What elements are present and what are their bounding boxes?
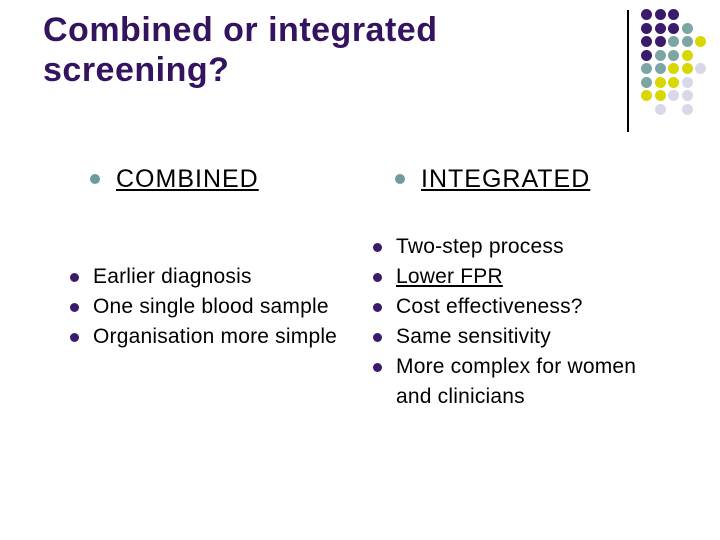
bullet-icon [373, 332, 382, 342]
teal-dot-icon [641, 76, 652, 88]
list-item-text: Earlier diagnosis [93, 265, 252, 288]
list-item-text: Two-step process [396, 235, 564, 258]
bullet-icon [373, 362, 382, 372]
purple-dot-icon [641, 49, 652, 61]
yellow-dot-icon [681, 63, 693, 74]
lavender-dot-icon [695, 63, 706, 74]
teal-dot-icon [668, 36, 679, 47]
bullet-icon [70, 302, 79, 312]
list-item: Lower FPR [373, 262, 693, 292]
yellow-dot-icon [654, 76, 666, 88]
dots-pattern [641, 9, 713, 127]
bullet-icon [70, 332, 79, 342]
slide-title: Combined or integrated screening? [43, 11, 438, 89]
bullet-icon [373, 272, 382, 282]
list-item-text: Cost effectiveness? [396, 295, 583, 318]
bullet-icon [90, 174, 100, 184]
list-item: More complex for women and clinicians [373, 352, 693, 412]
list-item: Cost effectiveness? [373, 292, 693, 322]
purple-dot-icon [641, 22, 652, 34]
lavender-dot-icon [681, 103, 693, 115]
list-item-text: Same sensitivity [396, 325, 551, 348]
list-item-text: More complex for women and clinicians [396, 355, 637, 408]
yellow-dot-icon [668, 76, 679, 88]
lavender-dot-icon [681, 76, 693, 88]
purple-dot-icon [668, 22, 679, 34]
list-item: Organisation more simple [70, 322, 362, 352]
decorative-divider-line [627, 10, 629, 132]
list-item-text: One single blood sample [93, 295, 329, 318]
list-item-text: Organisation more simple [93, 325, 338, 348]
lavender-dot-icon [654, 103, 666, 115]
teal-dot-icon [681, 36, 693, 47]
teal-dot-icon [641, 63, 652, 74]
combined-header: COMBINED [90, 164, 259, 194]
list-item: One single blood sample [70, 292, 362, 322]
yellow-dot-icon [654, 90, 666, 101]
list-item-text: Lower FPR [396, 265, 503, 288]
purple-dot-icon [668, 9, 679, 20]
list-item: Same sensitivity [373, 322, 693, 352]
teal-dot-icon [681, 22, 693, 34]
yellow-dot-icon [641, 90, 652, 101]
list-item: Earlier diagnosis [70, 262, 362, 292]
purple-dot-icon [641, 36, 652, 47]
bullet-icon [373, 302, 382, 312]
teal-dot-icon [654, 63, 666, 74]
purple-dot-icon [641, 9, 652, 20]
list-item: Two-step process [373, 232, 693, 262]
bullet-icon [373, 242, 382, 252]
bullet-icon [70, 272, 79, 282]
teal-dot-icon [654, 49, 666, 61]
lavender-dot-icon [668, 90, 679, 101]
purple-dot-icon [654, 36, 666, 47]
integrated-header-label: INTEGRATED [421, 165, 591, 193]
lavender-dot-icon [681, 90, 693, 101]
yellow-dot-icon [681, 49, 693, 61]
bullet-icon [395, 174, 405, 184]
yellow-dot-icon [695, 36, 706, 47]
integrated-header: INTEGRATED [395, 164, 590, 194]
purple-dot-icon [654, 9, 666, 20]
combined-header-label: COMBINED [116, 165, 259, 193]
purple-dot-icon [654, 22, 666, 34]
teal-dot-icon [668, 49, 679, 61]
yellow-dot-icon [668, 63, 679, 74]
